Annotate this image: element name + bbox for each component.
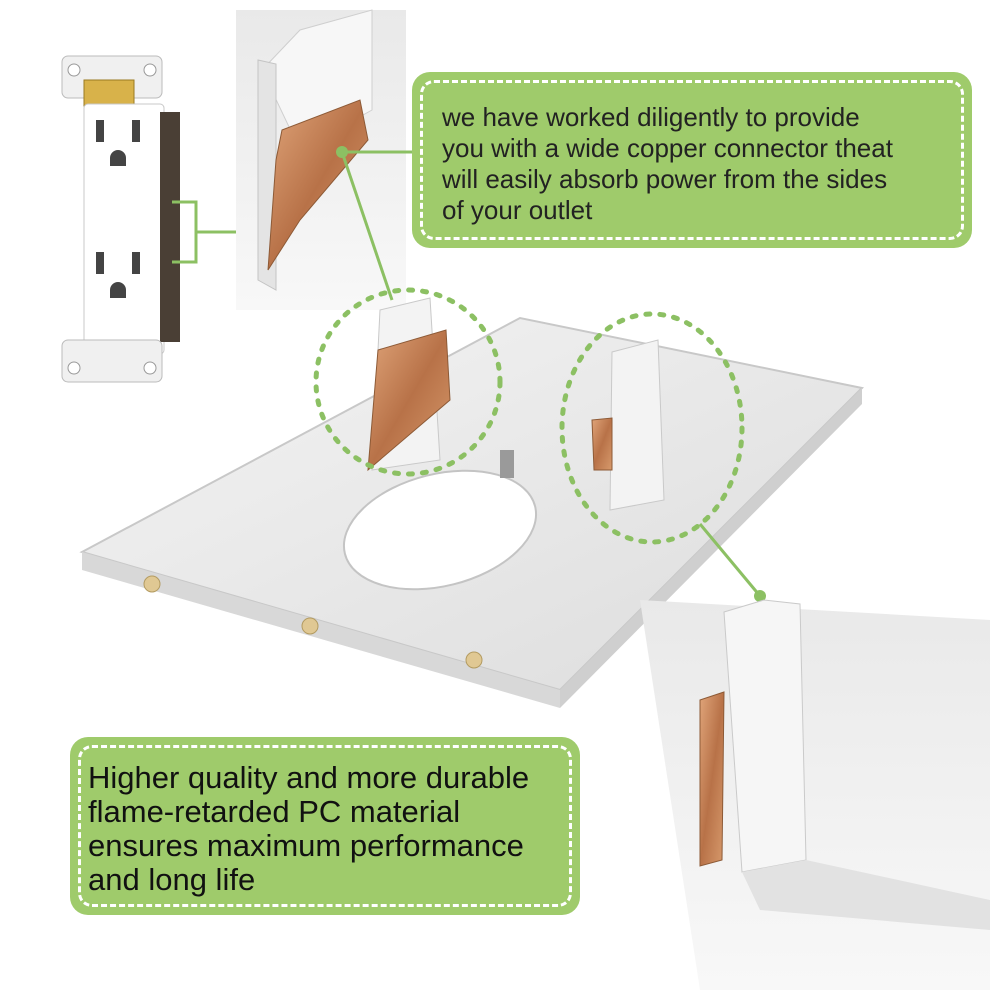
callout-copper-connector: we have worked diligently to provide you… xyxy=(412,72,972,248)
callout-dashed-border xyxy=(78,745,572,907)
callout-dashed-border xyxy=(420,80,964,240)
connector-closeup-bottom xyxy=(640,599,990,990)
outlet-icon xyxy=(61,55,180,383)
highlight-circle-left xyxy=(313,287,503,477)
highlight-circle-right xyxy=(559,311,745,545)
leader-dot-bottom xyxy=(754,590,766,602)
callout-material-quality: Higher quality and more durable flame-re… xyxy=(70,737,580,915)
leader-line-bottom xyxy=(698,523,762,597)
callout-material-text: Higher quality and more durable flame-re… xyxy=(88,760,530,897)
cover-plate xyxy=(79,297,865,708)
outlet-bracket xyxy=(172,200,236,264)
callout-copper-text: we have worked diligently to provide you… xyxy=(442,102,893,225)
leader-line-top-down xyxy=(340,151,394,301)
